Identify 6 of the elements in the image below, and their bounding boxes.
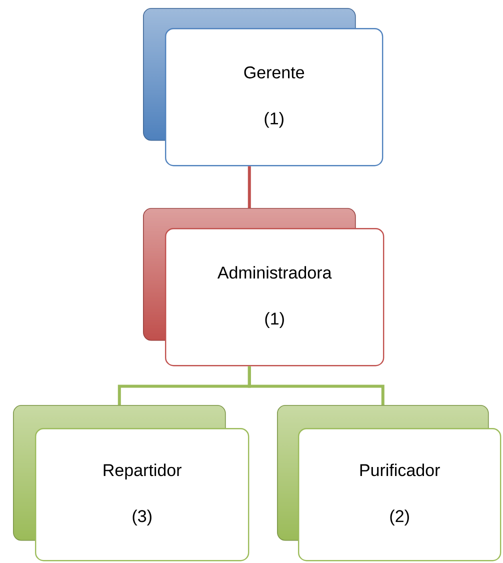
org-box: Gerente (1) [143,8,384,166]
org-box: Administradora (1) [143,208,384,366]
connector-line [248,166,251,208]
org-box: Purificador (2) [277,405,502,562]
org-box: Repartidor (3) [13,405,250,562]
connector-line [248,366,384,405]
